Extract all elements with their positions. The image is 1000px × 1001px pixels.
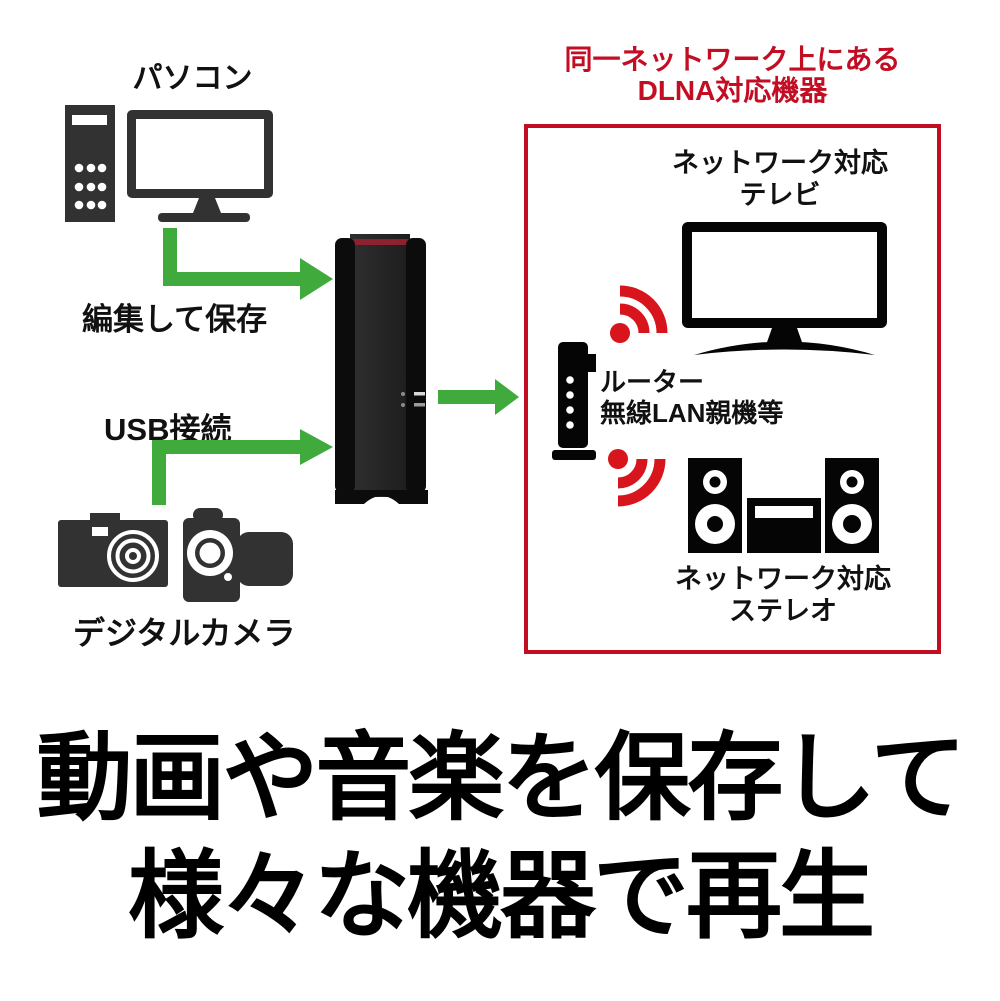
router-label-line2: 無線LAN親機等 bbox=[600, 398, 784, 428]
tv-icon bbox=[682, 222, 887, 355]
headline: 動画や音楽を保存して 様々な機器で再生 bbox=[0, 720, 1000, 956]
tv-label-line1: ネットワーク対応 bbox=[672, 148, 888, 178]
nas-led bbox=[414, 392, 425, 396]
router-label: ルーター 無線LAN親機等 bbox=[600, 367, 783, 429]
arrow-pc-to-nas-icon bbox=[163, 228, 333, 300]
compact-camera-icon bbox=[58, 513, 168, 587]
desktop-pc-icon bbox=[65, 105, 273, 222]
headline-line1: 動画や音楽を保存して bbox=[36, 725, 966, 832]
pc-label: パソコン bbox=[132, 62, 253, 95]
dlna-box-title: 同一ネットワーク上にある DLNA対応機器 bbox=[524, 44, 941, 106]
dlna-box bbox=[524, 124, 941, 654]
router-label-line1: ルーター bbox=[600, 367, 705, 397]
camera-icons bbox=[58, 508, 293, 602]
stereo-icon bbox=[688, 458, 879, 553]
stereo-label-line2: ステレオ bbox=[729, 596, 837, 626]
edit-save-label: 編集して保存 bbox=[82, 302, 268, 337]
router-icon bbox=[552, 342, 596, 460]
headline-line2: 様々な機器で再生 bbox=[128, 843, 875, 950]
wifi-signal-down-icon bbox=[608, 449, 666, 507]
stereo-label-line1: ネットワーク対応 bbox=[675, 564, 891, 594]
wifi-signal-up-icon bbox=[610, 285, 668, 343]
tv-label: ネットワーク対応 テレビ bbox=[660, 147, 900, 211]
nas-led bbox=[414, 403, 425, 407]
camcorder-icon bbox=[183, 508, 293, 602]
arrow-nas-to-box-icon bbox=[438, 379, 519, 415]
nas-device-icon bbox=[335, 234, 428, 504]
dlna-title-line1: 同一ネットワーク上にある bbox=[564, 44, 901, 75]
tv-label-line2: テレビ bbox=[739, 180, 821, 210]
nas-red-stripe bbox=[350, 239, 410, 245]
dlna-title-line2: DLNA対応機器 bbox=[637, 75, 828, 106]
stereo-label: ネットワーク対応 ステレオ bbox=[663, 563, 903, 627]
digital-camera-label: デジタルカメラ bbox=[73, 615, 296, 651]
arrow-usb-to-nas-icon bbox=[152, 429, 333, 505]
